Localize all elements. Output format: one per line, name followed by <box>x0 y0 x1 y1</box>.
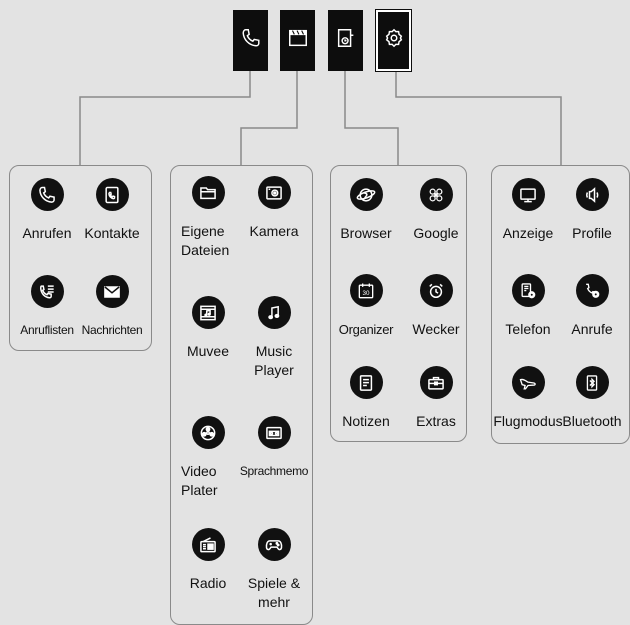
bluetooth-icon <box>575 366 609 399</box>
camera-icon <box>257 176 291 209</box>
anrufe-item[interactable]: Anrufe <box>555 274 629 339</box>
eigene-dateien-item[interactable]: Eigene Dateien <box>171 176 245 260</box>
film-music-icon <box>191 296 225 329</box>
organizer-label: Organizer <box>338 322 394 337</box>
radio-label: Radio <box>189 575 227 591</box>
nachrichten-label: Nachrichten <box>81 323 143 337</box>
envelope-icon <box>95 275 129 308</box>
eigene-dateien-label: Eigene Dateien <box>181 223 230 258</box>
notepad-icon <box>335 27 357 54</box>
contacts-icon <box>95 178 129 211</box>
call-log-icon <box>30 275 64 308</box>
anzeige-label: Anzeige <box>502 225 554 241</box>
radio-icon <box>191 528 225 561</box>
speaker-profile-icon <box>575 178 609 211</box>
kontakte-label: Kontakte <box>84 225 140 241</box>
folder-icon <box>191 176 225 209</box>
display-icon <box>511 178 545 211</box>
extras-label: Extras <box>416 413 456 429</box>
browser-item[interactable]: Browser <box>329 178 403 243</box>
kontakte-item[interactable]: Kontakte <box>75 178 149 243</box>
music-note-icon <box>257 296 291 329</box>
telefon-label: Telefon <box>505 321 551 337</box>
calendar-day: 30 <box>363 290 370 297</box>
phone-settings-icon <box>511 274 545 307</box>
profile-label: Profile <box>572 225 612 241</box>
kamera-label: Kamera <box>249 223 299 239</box>
gear-icon <box>383 27 405 54</box>
sprachmemo-item[interactable]: Sprachmemo <box>237 416 311 481</box>
utilities-tab[interactable] <box>328 10 363 71</box>
video-player-label: Video Plater <box>181 463 218 498</box>
anrufe-label: Anrufe <box>571 321 613 337</box>
organizer-item[interactable]: 30 Organizer <box>329 274 403 339</box>
utilities-panel: Browser Google 30 Organizer Wecker Notiz… <box>330 165 467 442</box>
phone-tab[interactable] <box>233 10 268 71</box>
anrufen-label: Anrufen <box>22 225 72 241</box>
wecker-label: Wecker <box>412 321 460 337</box>
cassette-icon <box>257 416 291 449</box>
clapperboard-icon <box>287 27 309 54</box>
music-player-item[interactable]: Music Player <box>237 296 311 380</box>
phone-icon <box>240 27 262 54</box>
wecker-item[interactable]: Wecker <box>399 274 473 339</box>
anrufen-item[interactable]: Anrufen <box>10 178 84 243</box>
muvee-label: Muvee <box>186 343 230 359</box>
gamepad-icon <box>257 528 291 561</box>
bluetooth-label: Bluetooth <box>562 413 622 429</box>
call-settings-icon <box>575 274 609 307</box>
telefon-item[interactable]: Telefon <box>491 274 565 339</box>
profile-item[interactable]: Profile <box>555 178 629 243</box>
bluetooth-item[interactable]: Bluetooth <box>555 366 629 431</box>
video-player-item[interactable]: Video Plater <box>171 416 245 500</box>
flugmodus-label: Flugmodus <box>493 413 563 429</box>
nachrichten-item[interactable]: Nachrichten <box>75 275 149 340</box>
google-item[interactable]: Google <box>399 178 473 243</box>
settings-tab[interactable] <box>375 9 412 72</box>
alarm-clock-icon <box>419 274 453 307</box>
calendar-icon: 30 <box>349 274 383 307</box>
memo-icon <box>349 366 383 399</box>
music-player-label: Music Player <box>254 343 294 378</box>
notizen-label: Notizen <box>342 413 390 429</box>
google-label: Google <box>413 225 459 241</box>
globe-icon <box>349 178 383 211</box>
multimedia-panel: Eigene Dateien Kamera Muvee Music Player… <box>170 165 313 625</box>
google-icon <box>419 178 453 211</box>
radio-item[interactable]: Radio <box>171 528 245 593</box>
communication-panel: Anrufen Kontakte Anruflisten Nachrichten <box>9 165 152 351</box>
anruflisten-label: Anruflisten <box>20 323 74 337</box>
anruflisten-item[interactable]: Anruflisten <box>10 275 84 340</box>
flugmodus-item[interactable]: Flugmodus <box>491 366 565 431</box>
browser-label: Browser <box>340 225 392 241</box>
multimedia-tab[interactable] <box>280 10 315 71</box>
toolbox-icon <box>419 366 453 399</box>
notizen-item[interactable]: Notizen <box>329 366 403 431</box>
spiele-label: Spiele & mehr <box>247 575 301 610</box>
spiele-item[interactable]: Spiele & mehr <box>237 528 311 612</box>
kamera-item[interactable]: Kamera <box>237 176 311 241</box>
settings-panel: Anzeige Profile Telefon Anrufe Flugmodus… <box>491 165 630 444</box>
film-reel-icon <box>191 416 225 449</box>
airplane-icon <box>511 366 545 399</box>
sprachmemo-label: Sprachmemo <box>239 464 309 478</box>
phone-icon <box>30 178 64 211</box>
muvee-item[interactable]: Muvee <box>171 296 245 361</box>
anzeige-item[interactable]: Anzeige <box>491 178 565 243</box>
extras-item[interactable]: Extras <box>399 366 473 431</box>
